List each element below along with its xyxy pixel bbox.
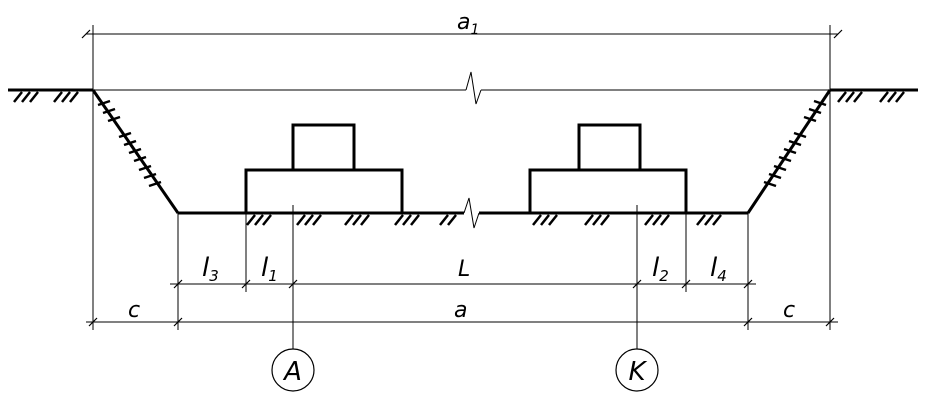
dimension-row-lower: c a c — [86, 298, 838, 327]
label-l3: l3 — [202, 253, 219, 285]
label-axis-span: L — [458, 257, 470, 282]
axis-label-k: K — [628, 357, 647, 387]
label-l4: l4 — [710, 253, 727, 285]
label-l2: l2 — [652, 253, 669, 285]
extension-lines — [92, 25, 831, 350]
axis-marker-k: K — [615, 348, 659, 392]
axis-label-a: A — [282, 357, 302, 387]
label-total-width: a1 — [457, 10, 479, 38]
label-slope-offset-left: c — [128, 298, 140, 323]
ground-surface-right — [830, 88, 918, 103]
dimension-total-width: a1 — [81, 10, 843, 39]
ground-surface-left — [8, 88, 93, 103]
label-l1: l1 — [261, 253, 278, 285]
label-slope-offset-right: c — [783, 298, 795, 323]
foundation-k — [528, 123, 688, 215]
pit-top-line — [93, 71, 830, 105]
foundation-a — [244, 123, 404, 215]
axis-marker-a: A — [271, 348, 315, 392]
pit-slope-left — [91, 89, 180, 214]
dimension-row-upper: l3 l1 L l2 l4 — [170, 253, 756, 289]
pit-slope-right — [746, 89, 832, 214]
label-bottom-width: a — [454, 298, 467, 323]
